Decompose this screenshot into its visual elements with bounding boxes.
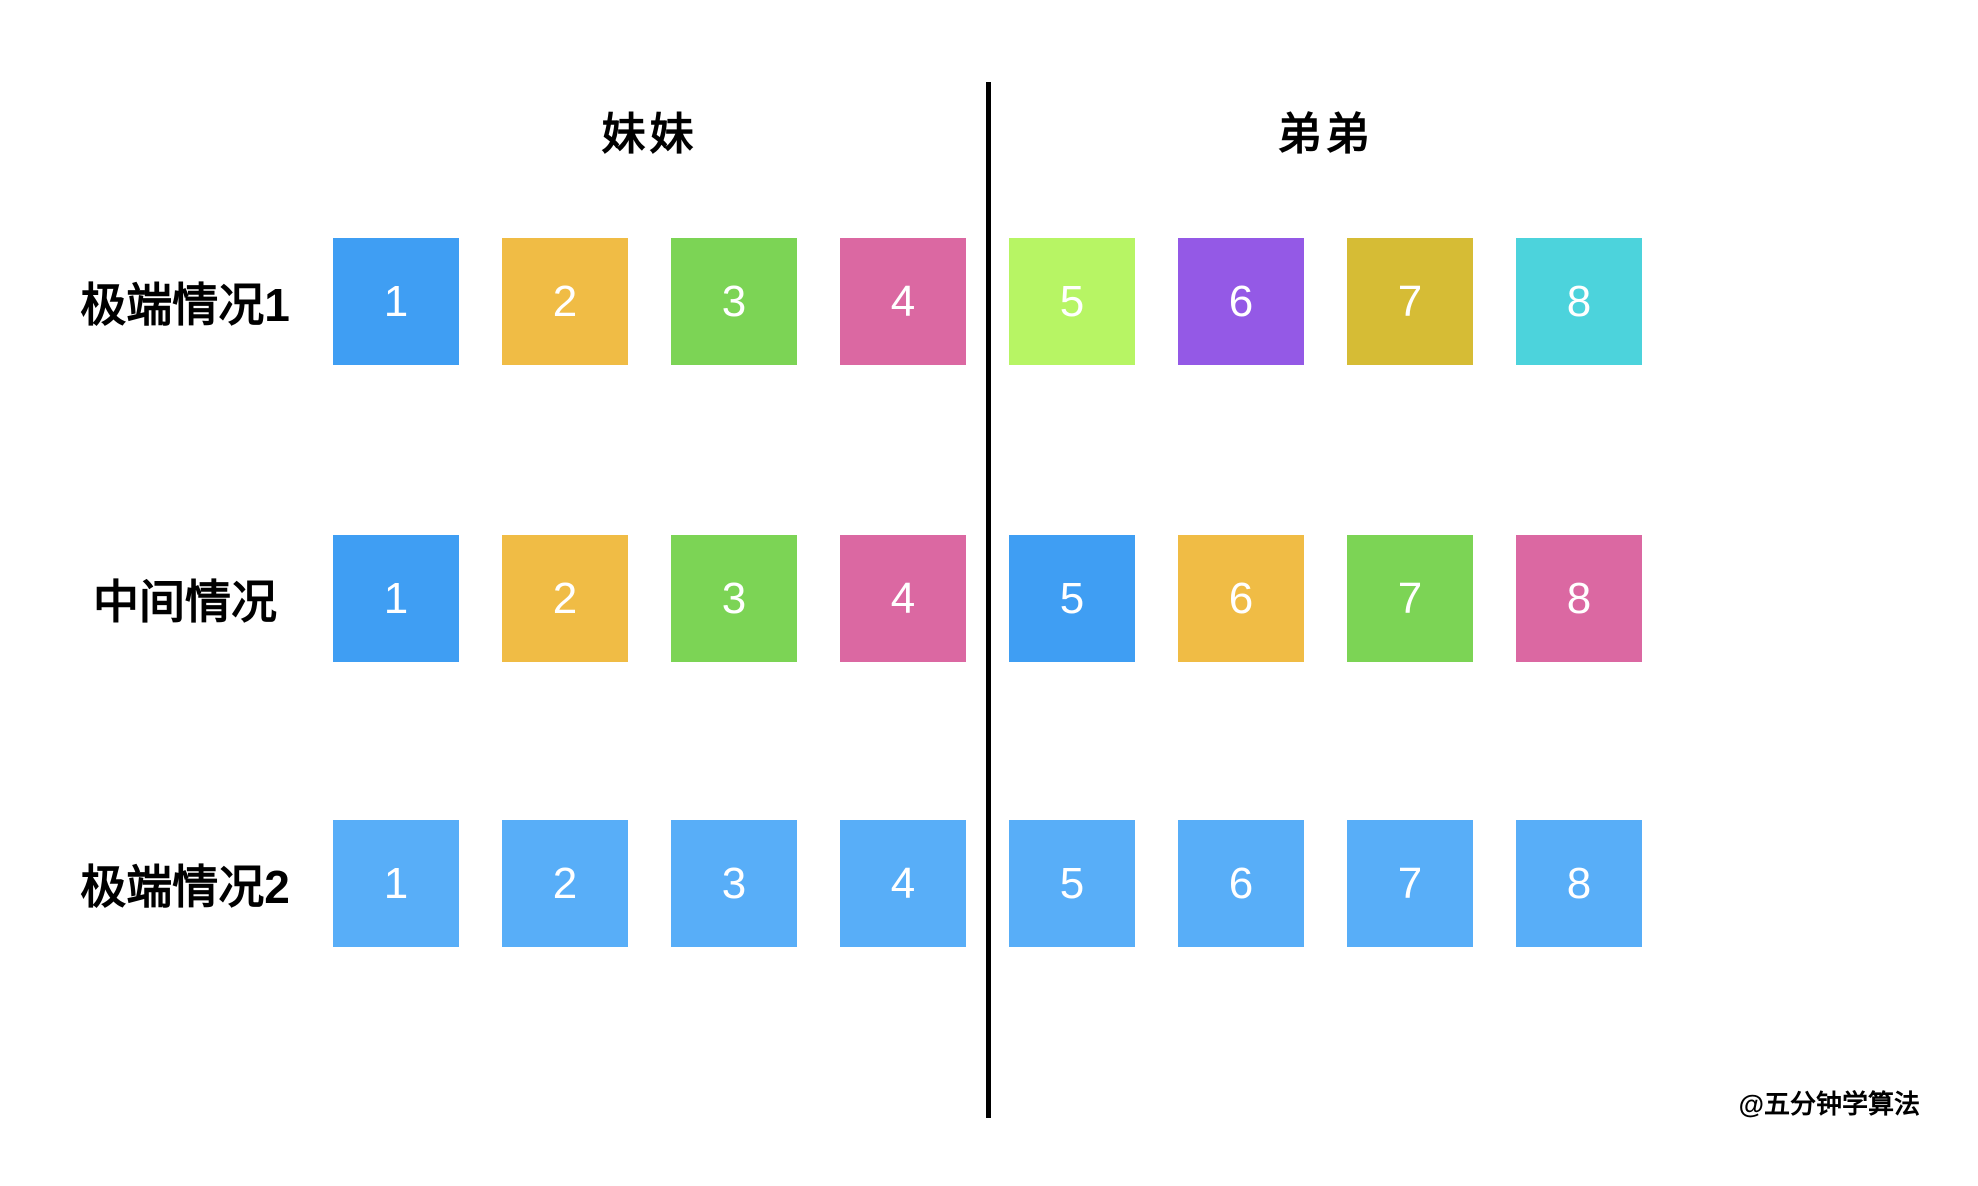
number-cell: 5 [1009,238,1135,365]
divider-line [986,82,991,1118]
number-cell: 3 [671,535,797,662]
number-cell: 2 [502,535,628,662]
number-cell: 1 [333,238,459,365]
number-cell: 1 [333,535,459,662]
row-label: 极端情况2 [80,860,290,913]
row-label: 中间情况 [93,575,277,628]
row-label: 极端情况1 [80,278,290,331]
number-cell: 8 [1516,535,1642,662]
number-cell: 8 [1516,820,1642,947]
number-cell: 6 [1178,535,1304,662]
number-cell: 2 [502,820,628,947]
number-cell: 7 [1347,238,1473,365]
left-group-title: 妹妹 [601,110,698,159]
number-cell: 3 [671,820,797,947]
number-cell: 4 [840,535,966,662]
number-cell: 5 [1009,820,1135,947]
number-cell: 1 [333,820,459,947]
watermark: @五分钟学算法 [1738,1089,1920,1119]
number-cell: 7 [1347,535,1473,662]
number-cell: 5 [1009,535,1135,662]
number-cell: 2 [502,238,628,365]
number-cell: 7 [1347,820,1473,947]
number-cell: 3 [671,238,797,365]
number-cell: 6 [1178,238,1304,365]
number-cell: 6 [1178,820,1304,947]
right-group-title: 弟弟 [1277,110,1374,159]
number-cell: 4 [840,238,966,365]
number-cell: 8 [1516,238,1642,365]
number-cell: 4 [840,820,966,947]
